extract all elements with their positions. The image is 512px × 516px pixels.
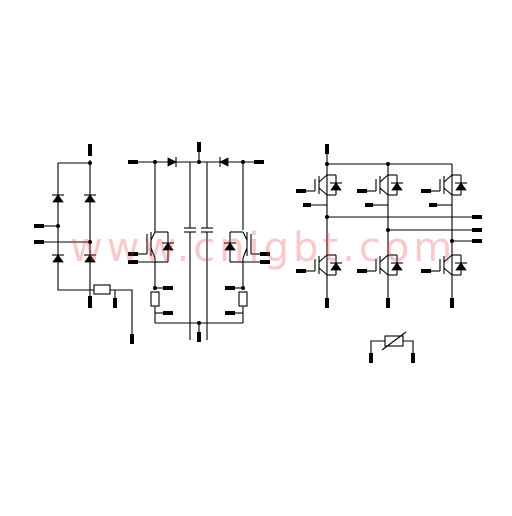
terminal-pin (357, 189, 367, 193)
terminal-pin (225, 286, 235, 290)
rectifier-left-rail (57, 163, 118, 291)
igbt-icon (364, 254, 403, 276)
terminal-pin (163, 311, 173, 315)
boost-stage (128, 142, 270, 342)
terminal-pin (88, 144, 92, 156)
inverter-bridge (296, 144, 482, 308)
terminal-pin (472, 239, 482, 243)
terminal-pin (450, 298, 454, 308)
igbt-icon (428, 174, 467, 196)
terminal-pin (254, 160, 264, 164)
terminal-pin (472, 215, 482, 219)
sense-resistor (238, 291, 248, 307)
igbt-icon (303, 174, 342, 196)
sense-resistor (150, 291, 160, 307)
terminal-pin (429, 203, 437, 207)
terminal-pin (357, 269, 367, 273)
freewheel-diode-icon (162, 242, 174, 251)
terminal-pin (88, 296, 92, 308)
terminal-pin (296, 189, 306, 193)
shunt-resistor (93, 284, 111, 295)
boost-diode-icon (167, 157, 177, 167)
rectifier-diode-icon (84, 194, 96, 203)
terminal-pin (34, 224, 44, 228)
freewheel-diode-icon (224, 242, 236, 251)
ntc-thermistor (369, 331, 415, 363)
terminal-pin (303, 203, 311, 207)
terminal-pin (411, 353, 415, 363)
rectifier-diode-icon (84, 254, 96, 263)
terminal-pin (130, 334, 134, 344)
igbt-icon (138, 230, 174, 288)
igbt-icon (224, 231, 262, 288)
terminal-pin (260, 260, 270, 264)
igbt-icon (364, 174, 403, 196)
boost-diode-icon (219, 157, 229, 167)
terminal-pin (260, 252, 270, 256)
terminal-pin (365, 203, 373, 207)
terminal-pin (325, 144, 329, 154)
shunt-wire (110, 289, 133, 336)
terminal-pin (128, 252, 138, 256)
terminal-pin (296, 269, 306, 273)
rectifier-diode-icon (52, 194, 64, 203)
terminal-pin (197, 142, 201, 152)
rectifier-bridge (34, 144, 134, 344)
terminal-pin (128, 160, 138, 164)
terminal-pin (421, 189, 431, 193)
terminal-pin (197, 332, 201, 342)
terminal-pin (225, 311, 235, 315)
rectifier-diode-icon (52, 254, 64, 263)
terminal-pin (34, 240, 44, 244)
terminal-pin (113, 298, 117, 308)
terminal-pin (472, 228, 482, 232)
terminal-pin (386, 298, 390, 308)
terminal-pin (128, 260, 138, 264)
thermistor-slash (381, 331, 407, 351)
igbt-icon (303, 254, 342, 276)
terminal-pin (369, 353, 373, 363)
terminal-pin (325, 298, 329, 308)
igbt-icon (428, 254, 467, 276)
terminal-pin (421, 269, 431, 273)
terminal-pin (163, 286, 173, 290)
